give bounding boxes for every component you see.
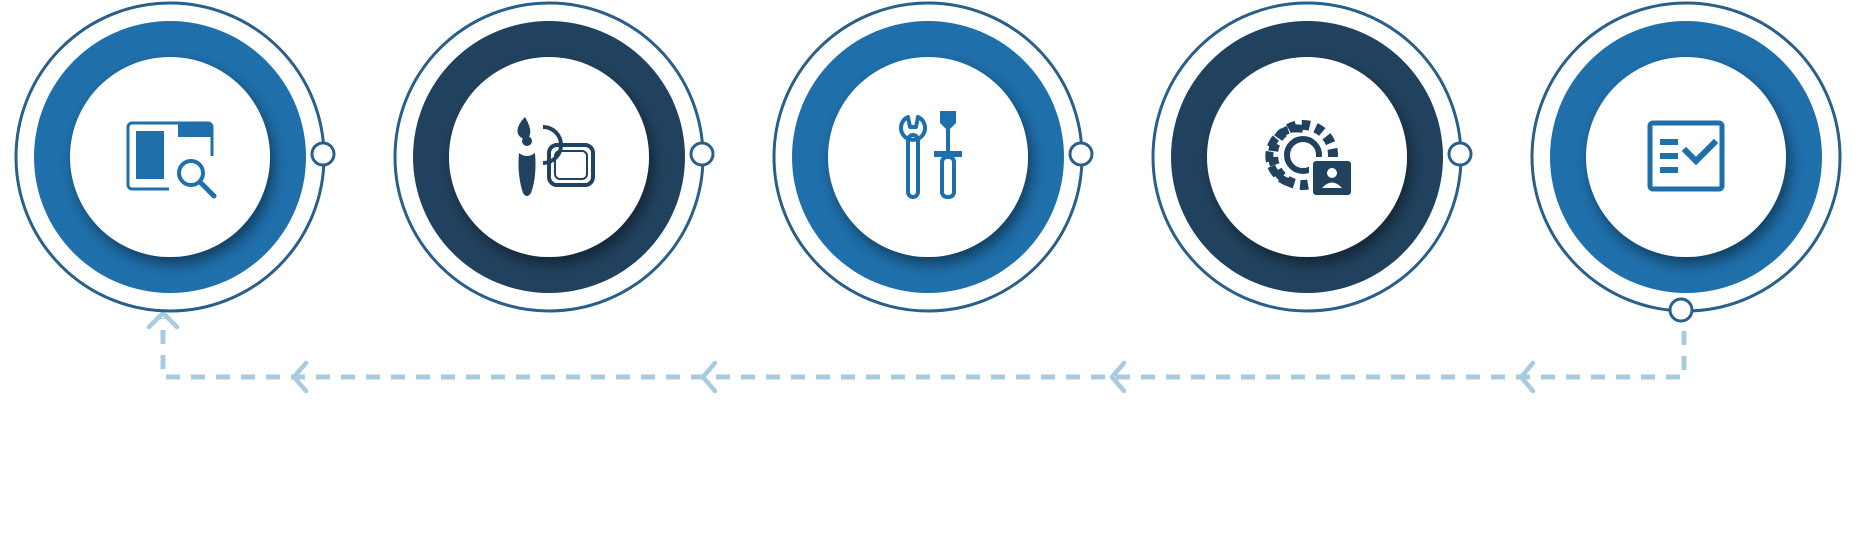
flow-arrows xyxy=(146,310,1536,394)
wrench-screwdriver-icon xyxy=(899,111,962,199)
flow-line xyxy=(160,318,1687,380)
flow-arrow-1 xyxy=(291,360,309,394)
flow-connector xyxy=(160,318,1687,380)
connector-node xyxy=(689,141,715,167)
inner-disc xyxy=(1586,57,1786,257)
connector-node xyxy=(1668,297,1694,323)
gear-user-icon xyxy=(1265,120,1351,197)
steps xyxy=(14,1,1842,323)
connector-node xyxy=(310,141,336,167)
paint-shapes-icon xyxy=(517,117,595,196)
checklist-icon xyxy=(1647,120,1725,192)
flow-arrow-4 xyxy=(1518,360,1536,394)
step-develop xyxy=(772,1,1094,313)
flow-arrow-2 xyxy=(700,360,718,394)
layout-search-icon xyxy=(126,121,219,199)
step-design xyxy=(393,1,715,313)
inner-disc xyxy=(828,57,1028,257)
step-review xyxy=(1530,1,1842,323)
flow-arrow-3 xyxy=(1109,360,1127,394)
step-manage xyxy=(1151,1,1473,313)
inner-disc xyxy=(1207,57,1407,257)
step-research xyxy=(14,1,336,313)
connector-node xyxy=(1068,141,1094,167)
connector-node xyxy=(1447,141,1473,167)
flow-arrow-up xyxy=(146,310,180,330)
